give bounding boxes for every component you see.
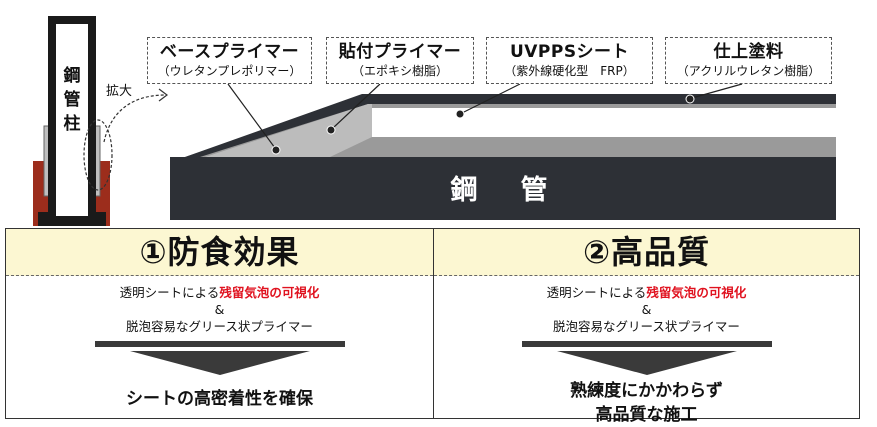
panel-line-1: 透明シートによる残留気泡の可視化 xyxy=(434,284,859,301)
layer-label-adhesive-primer: 貼付プライマー （エポキシ樹脂） xyxy=(326,37,474,84)
line-text: 透明シートによる xyxy=(119,285,220,300)
leader-line-base-primer xyxy=(227,83,276,149)
panel-result-2: 高品質な施工 xyxy=(595,405,698,425)
layer-label-topcoat: 仕上塗料 （アクリルウレタン樹脂） xyxy=(665,37,832,84)
down-arrow-icon xyxy=(129,351,310,375)
uvpps-sheet-layer xyxy=(372,108,836,137)
layer-name: ベースプライマー xyxy=(159,42,300,62)
steel-pipe xyxy=(170,157,836,220)
panel-title: ①防食効果 xyxy=(6,229,433,276)
layer-material: （ウレタンプレポリマー） xyxy=(157,64,302,78)
layer-name: UVPPSシート xyxy=(509,42,630,62)
layer-material: （紫外線硬化型 FRP） xyxy=(504,64,635,78)
line-text: 透明シートによる xyxy=(546,285,647,300)
leader-line-uvpps-sheet xyxy=(461,83,521,114)
panel-corrosion-protection: ①防食効果 透明シートによる残留気泡の可視化 & 脱泡容易なグリース状プライマー… xyxy=(5,228,434,419)
panel-high-quality: ②高品質 透明シートによる残留気泡の可視化 & 脱泡容易なグリース状プライマー … xyxy=(433,228,860,425)
panel-result-1: シートの高密着性を確保 xyxy=(126,389,313,409)
steel-pipe-label: 鋼 管 xyxy=(450,175,556,206)
layer-label-uvpps-sheet: UVPPSシート （紫外線硬化型 FRP） xyxy=(486,37,653,84)
zoom-region xyxy=(83,119,113,191)
layer-label-base-primer: ベースプライマー （ウレタンプレポリマー） xyxy=(147,37,312,84)
zoom-arrow-head xyxy=(158,88,168,102)
panel-ampersand: & xyxy=(641,302,652,317)
layer-material: （エポキシ樹脂） xyxy=(351,64,448,78)
steel-pillar xyxy=(48,16,96,224)
layer-name: 貼付プライマー xyxy=(338,42,462,62)
adhesive-primer-layer xyxy=(205,104,372,157)
panel-ampersand: & xyxy=(214,302,225,317)
layer-material: （アクリルウレタン樹脂） xyxy=(676,64,821,78)
line-highlight: 残留気泡の可視化 xyxy=(219,285,320,300)
cross-section-diagram xyxy=(33,16,836,226)
leader-dot-adhesive-primer xyxy=(326,125,336,135)
leader-line-topcoat xyxy=(691,83,743,99)
arrow-bar xyxy=(521,341,772,347)
zoom-arrow xyxy=(103,94,166,143)
panel-title: ②高品質 xyxy=(434,229,859,276)
panel-line-2: 脱泡容易なグリース状プライマー xyxy=(553,319,740,334)
panel-line-1: 透明シートによる残留気泡の可視化 xyxy=(6,284,433,301)
zoom-label: 拡大 xyxy=(106,84,133,99)
line-highlight: 残留気泡の可視化 xyxy=(646,285,747,300)
down-arrow-icon xyxy=(556,351,737,375)
arrow-bar xyxy=(94,341,345,347)
leader-dot-uvpps-sheet xyxy=(455,109,465,119)
topcoat-layer xyxy=(185,94,836,157)
pillar-label: 鋼 管 柱 xyxy=(63,66,81,134)
layer-name: 仕上塗料 xyxy=(713,42,784,62)
leader-dot-topcoat xyxy=(685,94,695,104)
panel-line-2: 脱泡容易なグリース状プライマー xyxy=(126,319,313,334)
panel-result-1: 熟練度にかかわらず xyxy=(570,381,723,401)
leader-dot-base-primer xyxy=(271,145,281,155)
leader-line-adhesive-primer xyxy=(332,83,381,129)
